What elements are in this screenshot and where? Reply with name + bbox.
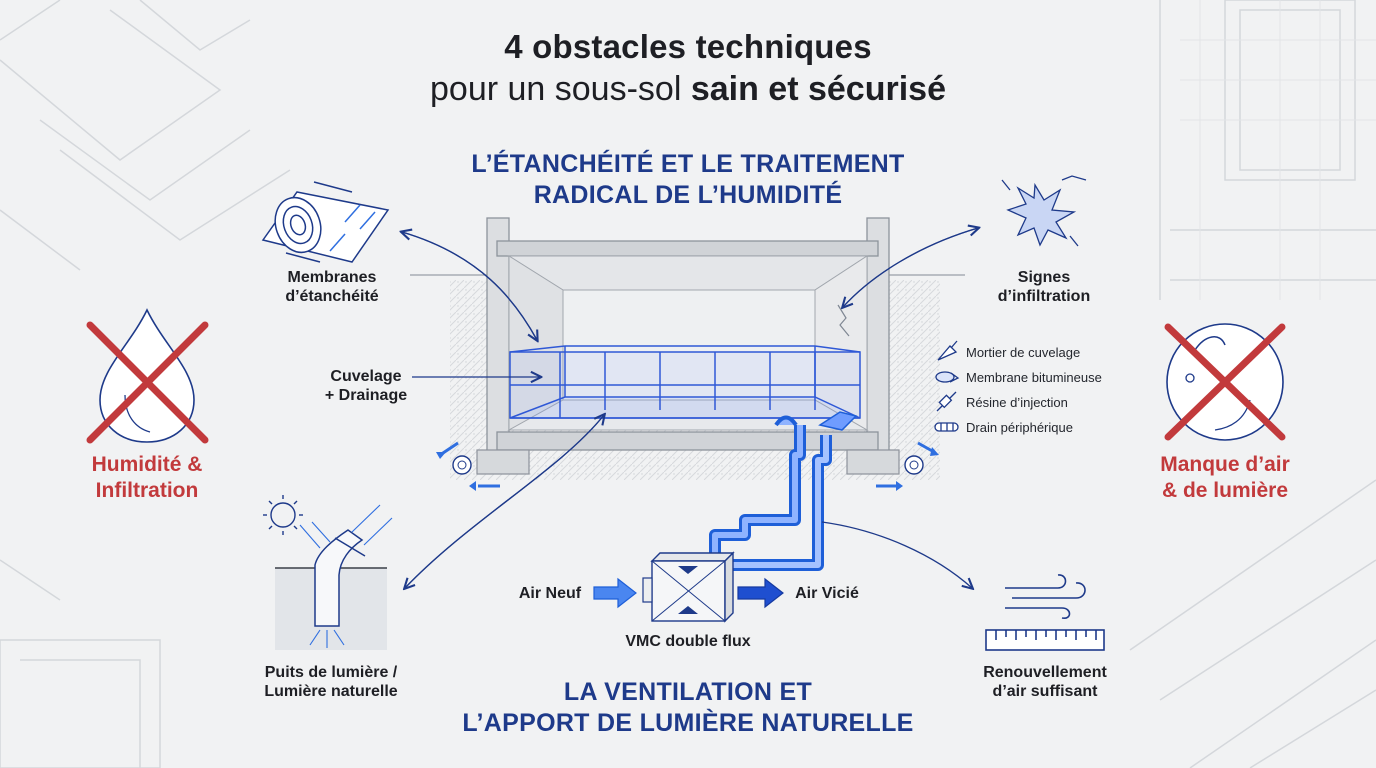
label-renouvellement-line1: Renouvellement	[983, 664, 1107, 681]
obstacle-manque-air: Manque d’air & de lumière	[1135, 452, 1315, 504]
material-item: Membrane bitumineuse	[932, 367, 1102, 387]
label-membranes-line1: Membranes	[287, 269, 377, 286]
drain-flow-arrows	[436, 441, 939, 491]
label-puits-line2: Lumière naturelle	[264, 683, 398, 700]
section-title-ventilation-line2: L’APPORT DE LUMIÈRE NATURELLE	[462, 709, 914, 737]
syringe-icon	[936, 391, 957, 412]
obstacle-manque-air-line1: Manque d’air	[1160, 453, 1290, 476]
section-title-waterproofing-line2: RADICAL DE L’HUMIDITÉ	[533, 181, 843, 209]
material-item: Résine d’injection	[932, 392, 1068, 412]
label-cuvelage: Cuvelage + Drainage	[296, 367, 436, 405]
material-label: Membrane bitumineuse	[966, 369, 1102, 385]
label-vmc: VMC double flux	[625, 633, 751, 650]
vmc-ducts	[709, 411, 858, 571]
drain-pipe-icon	[934, 422, 959, 432]
light-tube-icon	[263, 495, 393, 650]
label-air-vicie: Air Vicié	[795, 585, 859, 602]
label-signes: Signes d’infiltration	[974, 268, 1114, 306]
trowel-icon	[937, 340, 958, 361]
page-title: 4 obstacles techniques	[504, 28, 872, 65]
material-label: Mortier de cuvelage	[966, 344, 1081, 360]
arrow-membranes-back	[402, 232, 538, 341]
bitumen-roll-icon	[935, 371, 960, 383]
label-membranes: Membranes d’étanchéité	[262, 268, 402, 306]
label-renouvellement-line2: d’air suffisant	[992, 683, 1098, 700]
label-air-neuf: Air Neuf	[518, 585, 582, 602]
label-cuvelage-line1: Cuvelage	[330, 368, 402, 385]
label-membranes-line2: d’étanchéité	[285, 288, 379, 305]
section-title-waterproofing-line1: L’ÉTANCHÉITÉ ET LE TRAITEMENT	[471, 150, 905, 178]
vmc-unit	[642, 551, 735, 623]
arrow-renouvellement	[821, 521, 972, 588]
drain-pipe-left	[452, 455, 472, 475]
air-in-arrow	[593, 577, 637, 609]
material-item: Mortier de cuvelage	[932, 342, 1080, 362]
sun-icon	[263, 495, 303, 535]
obstacle-manque-air-line2: & de lumière	[1161, 479, 1289, 502]
arrow-puits-back	[405, 414, 605, 588]
water-drop-crossed-icon	[86, 308, 209, 444]
infiltration-splash-icon	[1001, 175, 1087, 247]
section-title-ventilation: LA VENTILATION ET L’APPORT DE LUMIÈRE NA…	[388, 677, 988, 739]
page-subtitle: pour un sous-sol sain et sécurisé	[0, 70, 1376, 109]
subtitle-bold: sain et sécurisé	[690, 70, 946, 108]
subtitle-prefix: pour un sous-sol	[430, 70, 691, 108]
bubble-crossed-icon	[1164, 323, 1286, 441]
obstacle-humidite: Humidité & Infiltration	[62, 452, 232, 504]
label-cuvelage-line2: + Drainage	[324, 387, 408, 404]
label-signes-line2: d’infiltration	[997, 288, 1091, 305]
section-title-waterproofing: L’ÉTANCHÉITÉ ET LE TRAITEMENT RADICAL DE…	[388, 149, 988, 211]
section-title-ventilation-line1: LA VENTILATION ET	[563, 678, 813, 706]
obstacle-humidite-line1: Humidité &	[91, 453, 203, 476]
label-puits-line1: Puits de lumière /	[264, 664, 398, 681]
membrane-roll-icon	[261, 181, 390, 263]
label-signes-line1: Signes	[1017, 269, 1071, 286]
obstacle-humidite-line2: Infiltration	[95, 479, 199, 502]
material-label: Résine d’injection	[966, 394, 1068, 410]
arrow-signes-back	[842, 228, 978, 308]
material-item: Drain périphérique	[932, 417, 1073, 437]
label-renouvellement: Renouvellement d’air suffisant	[955, 663, 1135, 701]
drain-pipe-right	[904, 455, 924, 475]
cuvelage-frame	[509, 345, 861, 419]
material-label: Drain périphérique	[966, 419, 1073, 435]
wind-icon	[985, 574, 1105, 651]
label-puits: Puits de lumière / Lumière naturelle	[236, 663, 426, 701]
air-out-arrow	[737, 577, 784, 609]
